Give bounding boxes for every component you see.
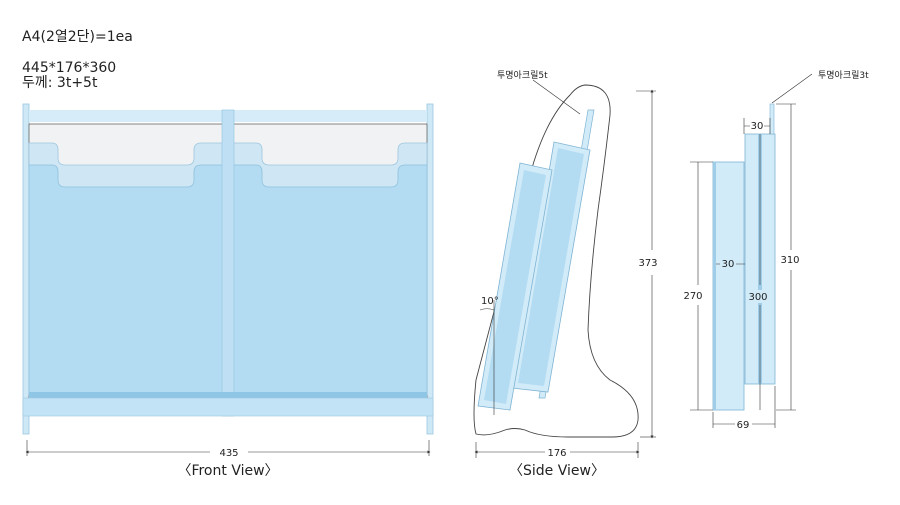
front-view-caption: 〈Front View〉	[177, 463, 278, 479]
side-view-caption: 〈Side View〉	[509, 463, 605, 479]
detail-overall-height-dim: 310	[780, 255, 799, 266]
detail-top-sheet	[769, 103, 775, 135]
detail-top-gap-dim: 30	[751, 121, 764, 132]
front-base	[22, 397, 434, 417]
detail-note-leader	[771, 73, 813, 104]
pocket-detail: 투명아크릴3t 30 30 270 300 310 69	[683, 70, 869, 431]
detail-inner-gap-dim: 30	[722, 259, 735, 270]
front-width-dim: 435	[219, 448, 238, 459]
detail-front-pocket	[712, 161, 745, 411]
side-view: 10° 투명아크릴5t 373 176 〈Side View〉	[473, 70, 658, 479]
side-height-dim: 373	[638, 258, 657, 269]
spec-thickness-line: 두께: 3t+5t	[22, 75, 98, 91]
spec-size-line: 445*176*360	[22, 60, 117, 76]
side-material-note: 투명아크릴5t	[497, 70, 548, 81]
side-depth-dim: 176	[547, 448, 566, 459]
side-note-leader	[532, 79, 581, 115]
front-base-strip	[29, 392, 427, 398]
front-right-lower-pocket	[232, 164, 428, 396]
detail-front-edge	[713, 162, 716, 410]
detail-material-note: 투명아크릴3t	[818, 70, 869, 81]
front-left-lower-pocket	[28, 164, 228, 396]
front-right-post	[426, 103, 434, 435]
detail-depth-dim: 69	[737, 420, 750, 431]
front-left-post	[22, 103, 30, 435]
detail-back-height-dim: 300	[748, 292, 767, 303]
detail-front-height-dim: 270	[683, 291, 702, 302]
spec-type-line: A4(2열2단)=1ea	[22, 29, 133, 45]
front-view: 435 〈Front View〉	[22, 103, 434, 479]
side-angle-dim: 10°	[481, 296, 499, 307]
front-center-divider	[221, 109, 235, 417]
